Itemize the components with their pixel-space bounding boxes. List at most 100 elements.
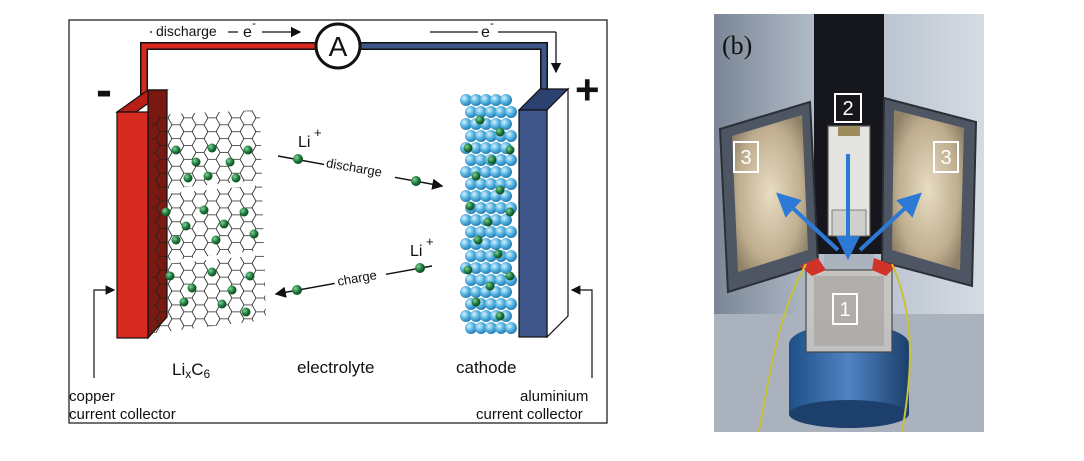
- external-circuit: [140, 42, 548, 100]
- lithium-ion: [207, 267, 217, 277]
- cathode-sphere: [500, 214, 512, 226]
- li-top-label: Li: [298, 134, 310, 151]
- battery-schematic: A discharge e - e - - + Li + discharge L…: [68, 16, 608, 424]
- lithium-ion: [211, 235, 221, 245]
- cathode-sphere: [465, 322, 477, 334]
- cathode-sphere: [505, 106, 517, 118]
- lithium-ion: [493, 249, 503, 259]
- electron-right-label: e: [481, 24, 490, 41]
- lithium-ion: [471, 297, 481, 307]
- cathode-sphere: [470, 190, 482, 202]
- lithium-ion: [495, 311, 505, 321]
- lithium-ion: [231, 173, 241, 183]
- lithium-ions: [161, 115, 515, 321]
- cable-left: [758, 263, 807, 432]
- cathode-sphere: [490, 238, 502, 250]
- lithium-ion: [191, 157, 201, 167]
- lithium-ion: [495, 127, 505, 137]
- cathode-sphere: [465, 274, 477, 286]
- electrolyte-label: electrolyte: [297, 358, 374, 377]
- cathode-sphere: [480, 310, 492, 322]
- lithium-ion: [199, 205, 209, 215]
- cathode-sphere: [465, 250, 477, 262]
- minus-sign: -: [96, 64, 112, 117]
- cathode-sphere: [460, 94, 472, 106]
- cathode-sphere: [475, 202, 487, 214]
- cathode-sphere: [470, 94, 482, 106]
- cathode-sphere: [490, 166, 502, 178]
- cathode-sphere: [460, 310, 472, 322]
- cathode-sphere: [485, 178, 497, 190]
- lithium-ion: [217, 299, 227, 309]
- ammeter-label: A: [329, 31, 348, 62]
- cathode-spheres: [460, 94, 517, 334]
- right-detector-window: [880, 96, 978, 288]
- copper-callout-arrow: [93, 285, 116, 378]
- anode-label: LixC6: [172, 360, 211, 381]
- lithium-ion: [473, 235, 483, 245]
- cathode-sphere: [480, 190, 492, 202]
- label-box-3-right: 3: [933, 141, 959, 173]
- cathode-sphere: [500, 94, 512, 106]
- ammeter: A: [314, 22, 362, 70]
- experimental-setup-photo: (b) 2 3 3 1: [714, 14, 984, 432]
- cathode-sphere: [460, 118, 472, 130]
- cathode-sphere: [470, 214, 482, 226]
- cathode-sphere: [505, 154, 517, 166]
- cathode-sphere: [490, 262, 502, 274]
- charge-label: charge: [336, 267, 378, 289]
- cathode-sphere: [500, 238, 512, 250]
- label-box-3-left: 3: [733, 141, 759, 173]
- cathode-sphere: [505, 250, 517, 262]
- cathode-sphere: [480, 142, 492, 154]
- cathode-sphere: [495, 226, 507, 238]
- lithium-ion: [495, 185, 505, 195]
- cathode-sphere: [495, 298, 507, 310]
- cathode-sphere: [475, 106, 487, 118]
- cathode-sphere: [480, 238, 492, 250]
- copper-label-line2: current collector: [69, 406, 176, 423]
- cathode-sphere: [485, 202, 497, 214]
- cathode-sphere: [495, 154, 507, 166]
- cathode-sphere: [470, 310, 482, 322]
- lithium-ion: [165, 271, 175, 281]
- lithium-ion: [243, 145, 253, 155]
- cathode-sphere: [460, 286, 472, 298]
- panel-label: (b): [722, 31, 752, 60]
- cathode-sphere: [475, 178, 487, 190]
- lithium-ion: [505, 145, 515, 155]
- cathode-sphere: [505, 322, 517, 334]
- cathode-sphere: [470, 262, 482, 274]
- cathode-sphere: [465, 106, 477, 118]
- lithium-ion: [203, 171, 213, 181]
- lithium-ion: [505, 207, 515, 217]
- cathode-sphere: [475, 250, 487, 262]
- lithium-ion: [207, 143, 217, 153]
- cathode-sphere: [460, 190, 472, 202]
- lithium-ion: [483, 217, 493, 227]
- svg-text:1: 1: [839, 299, 850, 321]
- lithium-ion: [485, 281, 495, 291]
- cathode-sphere: [500, 118, 512, 130]
- label-box-1: 1: [832, 293, 858, 325]
- cathode-sphere: [480, 94, 492, 106]
- aluminium-label-line2: current collector: [476, 406, 583, 423]
- cathode-sphere: [480, 166, 492, 178]
- left-detector-window: [718, 100, 820, 294]
- cathode-sphere: [495, 274, 507, 286]
- cable-right: [891, 263, 912, 432]
- svg-text:3: 3: [740, 147, 751, 169]
- cathode-sphere: [505, 298, 517, 310]
- cathode-sphere: [485, 226, 497, 238]
- cathode-sphere: [475, 322, 487, 334]
- lithium-ion: [249, 229, 259, 239]
- cathode-sphere: [495, 202, 507, 214]
- scatter-arrow-left: [776, 192, 840, 252]
- cathode-sphere: [460, 238, 472, 250]
- sample-holder: [789, 258, 909, 428]
- cathode-sphere: [460, 214, 472, 226]
- cathode-sphere: [475, 130, 487, 142]
- aluminium-current-collector: [517, 87, 570, 339]
- cathode-label: cathode: [456, 358, 517, 377]
- label-box-2: 2: [834, 93, 862, 123]
